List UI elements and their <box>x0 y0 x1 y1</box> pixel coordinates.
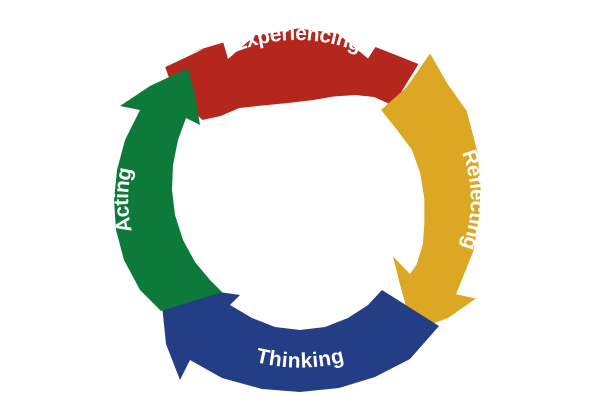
experiencing-arrow <box>165 28 419 120</box>
reflecting-arrow <box>381 53 481 331</box>
acting-arrow <box>114 68 222 311</box>
acting-label: Acting <box>110 165 137 234</box>
thinking-arrow <box>162 290 439 392</box>
